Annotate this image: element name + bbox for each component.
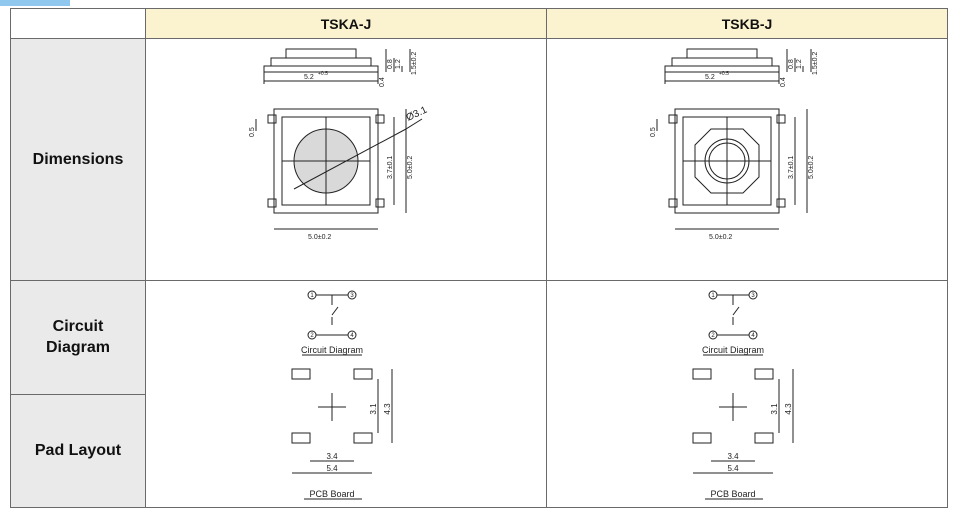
dimensions-drawing-tskb: 5.2 +0.5 0.4 0.8 1.2 1.5±0.2 0.5 3.7±0.1… bbox=[546, 38, 948, 281]
tska-outer-w: 5.0±0.2 bbox=[308, 234, 331, 241]
tskb-base-thk: 0.4 bbox=[780, 77, 787, 87]
spec-table: TSKA-J TSKB-J Dimensions bbox=[10, 8, 948, 508]
tskb-circuit-pad-svg: 1 3 2 4 Circuit Diagram 3.1 4.3 3.4 5.4 … bbox=[692, 290, 794, 500]
tskb-width-label: 5.2 bbox=[705, 74, 715, 81]
tska-diameter: Ø3.1 bbox=[405, 104, 430, 123]
tska-dimension-svg: 5.2 +0.5 0.4 0.8 1.2 1.5±0.2 Ø3.1 0.5 3.… bbox=[249, 48, 430, 241]
column-header-tskb: TSKB-J bbox=[546, 8, 948, 39]
tska-lead-offset: 0.5 bbox=[249, 127, 256, 137]
tska-pad-w-inner: 3.4 bbox=[326, 452, 338, 461]
tska-pad-h-inner: 3.1 bbox=[369, 403, 378, 415]
tskb-width-tol: +0.5 bbox=[719, 71, 729, 77]
tska-pcb-caption: PCB Board bbox=[309, 489, 354, 499]
tska-pad-h-outer: 4.3 bbox=[383, 403, 392, 415]
tskb-outer-w: 5.0±0.2 bbox=[709, 234, 732, 241]
tska-pin-4: 4 bbox=[350, 333, 354, 339]
row-label-pad-layout: Pad Layout bbox=[10, 393, 146, 508]
tska-inner: 3.7±0.1 bbox=[387, 156, 394, 179]
circuit-pad-tska: 1 3 2 4 Circuit Diagram 3.1 4.3 3.4 5.4 … bbox=[145, 280, 547, 508]
tskb-dimension-svg: 5.2 +0.5 0.4 0.8 1.2 1.5±0.2 0.5 3.7±0.1… bbox=[650, 48, 819, 241]
header-accent-bar bbox=[0, 0, 70, 6]
row-label-circuit-line2: Diagram bbox=[45, 339, 111, 357]
corner-cell bbox=[10, 8, 146, 39]
tska-pin-1: 1 bbox=[310, 293, 314, 299]
tskb-circuit-caption: Circuit Diagram bbox=[702, 345, 764, 355]
tska-circuit-caption: Circuit Diagram bbox=[301, 345, 363, 355]
tskb-dim-b: 1.2 bbox=[796, 59, 803, 69]
tskb-pin-1: 1 bbox=[711, 293, 715, 299]
tska-width-label: 5.2 bbox=[304, 74, 314, 81]
tska-pin-2: 2 bbox=[310, 333, 314, 339]
tskb-pcb-caption: PCB Board bbox=[710, 489, 755, 499]
tska-outer-h: 5.0±0.2 bbox=[407, 156, 414, 179]
tskb-pin-2: 2 bbox=[711, 333, 715, 339]
tskb-pad-h-inner: 3.1 bbox=[770, 403, 779, 415]
row-label-circuit-diagram: Circuit Diagram bbox=[10, 280, 146, 395]
tskb-pin-3: 3 bbox=[751, 293, 755, 299]
dimensions-drawing-tska: 5.2 +0.5 0.4 0.8 1.2 1.5±0.2 Ø3.1 0.5 3.… bbox=[145, 38, 547, 281]
tska-dim-b: 1.2 bbox=[395, 59, 402, 69]
tska-pin-3: 3 bbox=[350, 293, 354, 299]
tskb-outer-h: 5.0±0.2 bbox=[808, 156, 815, 179]
tskb-pin-4: 4 bbox=[751, 333, 755, 339]
tskb-pad-h-outer: 4.3 bbox=[784, 403, 793, 415]
tska-width-tol: +0.5 bbox=[318, 71, 328, 77]
tska-total-h: 1.5±0.2 bbox=[411, 52, 418, 75]
tska-dim-a: 0.8 bbox=[387, 59, 394, 69]
tskb-dim-a: 0.8 bbox=[788, 59, 795, 69]
tskb-total-h: 1.5±0.2 bbox=[812, 52, 819, 75]
row-label-circuit-line1: Circuit bbox=[52, 318, 104, 336]
column-header-tska: TSKA-J bbox=[145, 8, 547, 39]
circuit-pad-tskb: 1 3 2 4 Circuit Diagram 3.1 4.3 3.4 5.4 … bbox=[546, 280, 948, 508]
tskb-lead-offset: 0.5 bbox=[650, 127, 657, 137]
tskb-pad-w-inner: 3.4 bbox=[727, 452, 739, 461]
tska-pad-w-outer: 5.4 bbox=[326, 464, 338, 473]
tskb-inner: 3.7±0.1 bbox=[788, 156, 795, 179]
row-label-dimensions: Dimensions bbox=[10, 38, 146, 281]
tska-base-thk: 0.4 bbox=[379, 77, 386, 87]
tskb-pad-w-outer: 5.4 bbox=[727, 464, 739, 473]
tska-circuit-pad-svg: 1 3 2 4 Circuit Diagram 3.1 4.3 3.4 5.4 … bbox=[291, 290, 393, 500]
